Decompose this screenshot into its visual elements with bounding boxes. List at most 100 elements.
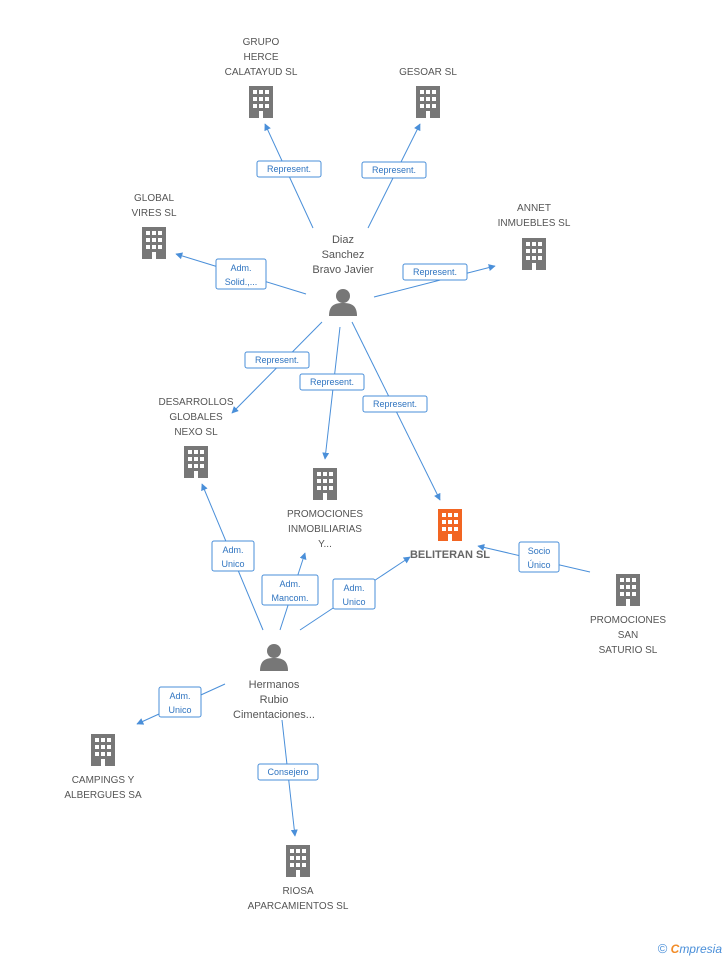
edge-label-text: Represent. [310,377,354,387]
company-label: PROMOCIONES [590,615,666,626]
company-node-beliteran[interactable]: BELITERAN SL [410,509,490,561]
company-label: GRUPO [243,37,280,48]
copyright-icon: © [657,941,668,956]
company-label: ANNET [517,203,551,214]
building-icon [91,734,115,766]
edge-label-box [256,160,322,178]
brand-name: mpresia [679,942,722,956]
edge-label-text: Represent. [413,267,457,277]
person-label: Diaz [332,234,354,246]
edge-label[interactable]: Consejero [257,763,319,781]
edge-label-box [211,540,255,572]
edge-label-box [402,263,468,281]
edge-label-text: Adm. [230,263,251,273]
company-label: INMUEBLES SL [498,218,571,229]
building-icon [416,86,440,118]
building-icon [142,227,166,259]
company-label: SAN [618,630,639,641]
edge-label-text: Represent. [373,399,417,409]
building-icon [522,238,546,270]
edge-label[interactable]: Represent. [362,395,428,413]
company-node-promociones-inmob[interactable]: PROMOCIONESINMOBILIARIASY... [287,468,363,550]
edge-label-box [257,763,319,781]
building-icon [249,86,273,118]
company-label: CALATAYUD SL [225,67,298,78]
edge-label-text: Adm. [169,691,190,701]
company-label: Y... [318,539,332,550]
edge-label-text: Represent. [267,164,311,174]
edge-label-text: Adm. [343,583,364,593]
company-label: RIOSA [282,886,313,897]
edge-label[interactable]: Represent. [361,161,427,179]
edge-label-box [362,395,428,413]
person-label: Hermanos [249,679,300,691]
company-label: BELITERAN SL [410,549,490,561]
edge-label-box [158,686,202,718]
company-label: NEXO SL [174,427,218,438]
edge-label-box [332,578,376,610]
edge-label[interactable]: Represent. [299,373,365,391]
edge-label[interactable]: Adm. Unico [332,578,376,610]
edge-label-text: Unico [168,705,191,715]
edge-label-box [361,161,427,179]
edge-label[interactable]: Represent. [402,263,468,281]
company-label: HERCE [243,52,278,63]
edge-label-text: Socio [528,546,551,556]
company-label: APARCAMIENTOS SL [248,901,349,912]
company-label: GLOBALES [169,412,223,423]
person-icon [329,289,357,316]
nodes-layer: GRUPO HERCE CALATAYUD SL GESOAR SL GLOBALVIR… [64,37,666,912]
edge-label[interactable]: Adm. Mancom. [261,574,319,606]
person-label: Rubio [260,694,289,706]
edge-label[interactable]: Represent. [256,160,322,178]
company-label: CAMPINGS Y [72,775,135,786]
company-label: INMOBILIARIAS [288,524,362,535]
edge-label-box [299,373,365,391]
company-label: SATURIO SL [599,645,658,656]
company-node-riosa[interactable]: RIOSA APARCAMIENTOS SL [248,845,349,912]
edge-label-box [244,351,310,369]
edge-label-box [518,541,560,573]
building-icon [438,509,462,541]
company-node-promociones-san[interactable]: PROMOCIONES SAN SATURIO SL [590,574,666,656]
edge-label-text: Consejero [267,767,308,777]
company-label: DESARROLLOS [158,397,233,408]
company-label: VIRES SL [131,208,176,219]
building-icon [184,446,208,478]
person-label: Bravo Javier [312,264,373,276]
person-node-hermanos[interactable]: HermanosRubioCimentaciones... [233,644,315,721]
company-node-annet[interactable]: ANNET INMUEBLES SL [498,203,571,270]
building-icon [313,468,337,500]
edge-label-text: Represent. [255,355,299,365]
edge-label-text: Adm. [222,545,243,555]
edges-layer [136,123,591,837]
edge-label[interactable]: Adm.Solid.,... [215,258,267,290]
edge-label-text: Unico [221,559,244,569]
company-node-gesoar[interactable]: GESOAR SL [399,67,457,118]
edge-label-box [215,258,267,290]
edge-label[interactable]: Adm. Unico [158,686,202,718]
company-label: GESOAR SL [399,67,457,78]
edge-label-text: Único [527,560,550,570]
edge-label-text: Mancom. [271,593,308,603]
person-label: Cimentaciones... [233,709,315,721]
company-node-desarrollos[interactable]: DESARROLLOS GLOBALES NEXO SL [158,397,234,478]
person-icon [260,644,288,671]
edge-label-text: Unico [342,597,365,607]
company-node-grupo-herce[interactable]: GRUPO HERCE CALATAYUD SL [225,37,298,118]
person-label: Sanchez [322,249,365,261]
edge-label[interactable]: Represent. [244,351,310,369]
edge-label-text: Adm. [279,579,300,589]
edge-labels-layer: Represent. Represent. Adm.Solid.,... Repres… [158,160,560,781]
edge-label-text: Represent. [372,165,416,175]
edge-line [373,264,496,298]
edge-label-box [261,574,319,606]
edge-label[interactable]: Adm. Unico [211,540,255,572]
building-icon [616,574,640,606]
footer-brand[interactable]: © Cmpresia [658,941,722,956]
edge-line [322,326,341,460]
